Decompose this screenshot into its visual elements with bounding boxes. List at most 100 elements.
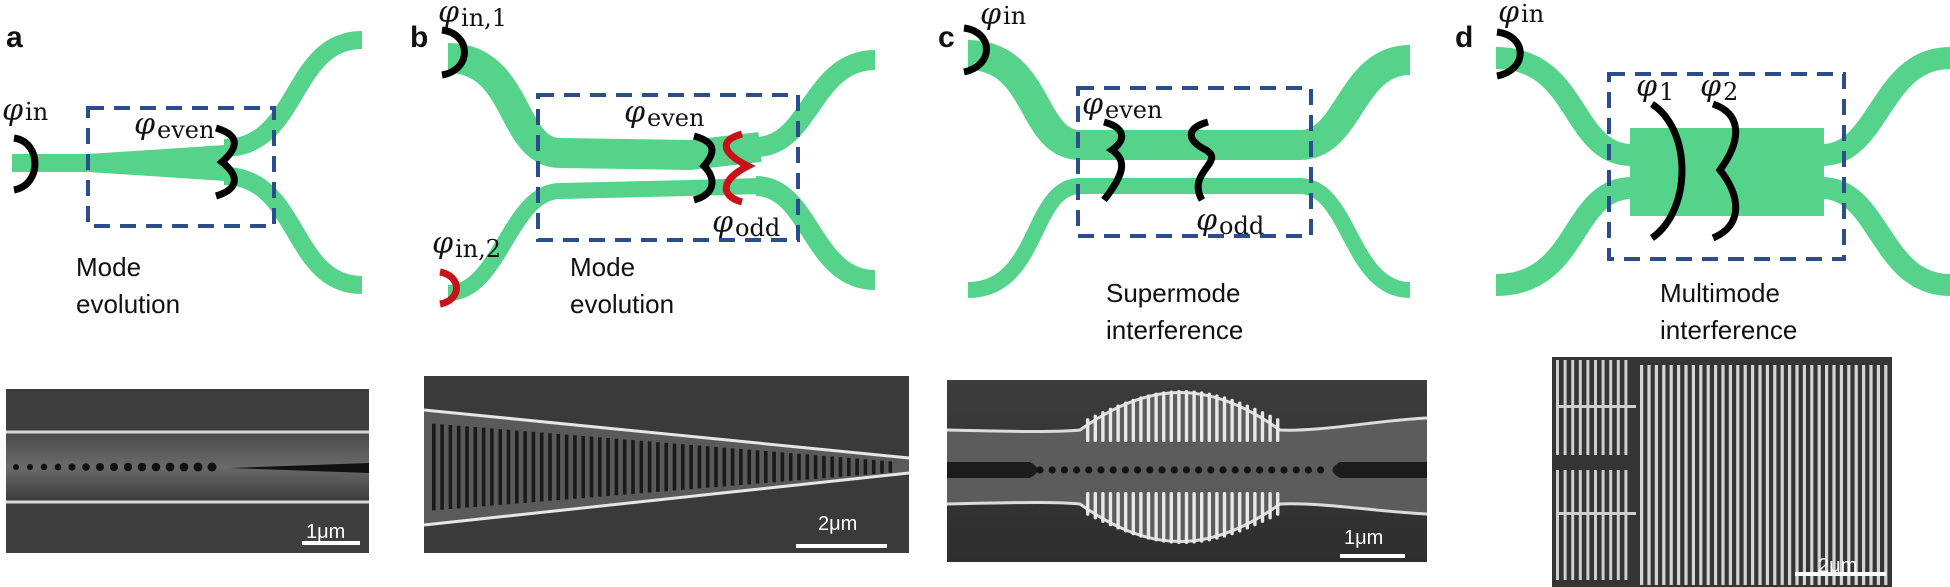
panel-c-lower-tooth: [1215, 492, 1219, 540]
panel-b-phi-in2-label: φin,2: [432, 226, 501, 263]
panel-b-grating-slot: [863, 459, 868, 475]
panel-c-hole: [1134, 466, 1142, 474]
panel-b-grating-slot: [830, 456, 834, 478]
panel-c-hole: [1231, 466, 1239, 474]
panel-c-lower-tooth: [1200, 492, 1204, 543]
panel-c-sem-image: 1μm: [946, 380, 1428, 562]
panel-b-grating-slot: [747, 449, 751, 485]
panel-b-grating-slot: [772, 451, 776, 483]
panel-b-grating-slot: [714, 446, 718, 488]
panel-b-grating-slot: [639, 440, 644, 494]
panel-d-lower-input-waveguide: [1495, 177, 1633, 296]
panel-c-hole: [1243, 466, 1251, 474]
panel-c-upper-tooth: [1245, 404, 1249, 442]
panel-b-grating-slot: [598, 437, 602, 497]
panel-d-lower-stub: [1624, 470, 1628, 580]
panel-c-lower-tooth: [1207, 492, 1211, 542]
panel-b-grating-slot: [589, 436, 594, 498]
panel-a-taper: [88, 145, 225, 181]
panel-d-bar: [1699, 365, 1703, 585]
panel-d-bar: [1817, 365, 1821, 585]
panel-b-grating-slot: [564, 434, 569, 500]
panel-d-phi2-wavefront: [1711, 100, 1740, 242]
panel-d-bar: [1795, 365, 1799, 585]
panel-c-upper-tooth: [1222, 396, 1227, 442]
panel-a-caption-line2: evolution: [76, 289, 180, 319]
panel-c-lower-tooth: [1169, 492, 1173, 544]
panel-d-bar: [1728, 365, 1732, 585]
panel-b-dashed-box: [536, 93, 800, 242]
panel-c-phi-even-label: φeven: [1082, 87, 1162, 124]
panel-d-bar: [1773, 365, 1777, 585]
panel-b-phi-even-label: φeven: [624, 95, 704, 132]
panel-d-bar: [1869, 365, 1873, 585]
panel-c-upper-tooth: [1230, 398, 1234, 442]
panel-c-upper-tooth: [1162, 391, 1166, 442]
panel-b-grating-slot: [855, 458, 859, 476]
panel-b-caption-line2: evolution: [570, 289, 674, 319]
panel-d-bar: [1847, 365, 1851, 585]
panel-d-bar: [1691, 365, 1695, 585]
panel-c-lower-tooth: [1253, 492, 1257, 527]
panel-d-bar: [1780, 365, 1784, 585]
panel-c-hole: [1109, 466, 1117, 474]
panel-c-even-wavefront: [1101, 118, 1126, 203]
panel-b-grating-slot: [490, 428, 494, 506]
panel-c-lower-tooth: [1245, 492, 1249, 530]
panel-a-caption-line1: Mode: [76, 252, 141, 282]
panel-b-input2-wavefront: [439, 268, 460, 308]
panel-c-hole: [1146, 466, 1154, 474]
panel-d-upper-output-waveguide: [1820, 47, 1950, 166]
panel-b-grating-slot: [739, 448, 743, 486]
panel-d-crossbar: [1556, 512, 1636, 515]
panel-d-lower-stub: [1578, 470, 1582, 580]
panel-c-lower-tooth: [1192, 492, 1196, 544]
panel-c-hole: [1195, 466, 1203, 474]
panel-c-lower-tooth: [1238, 492, 1242, 533]
panel-b-grating-slot: [622, 439, 627, 495]
panel-b-odd-wavefront: [722, 130, 756, 206]
panel-c-odd-wavefront: [1187, 118, 1216, 202]
panel-d-bar: [1640, 365, 1644, 585]
panel-b-grating-slot: [581, 435, 585, 499]
panel-c-upper-tooth: [1093, 414, 1097, 442]
panel-b-grating-slot: [871, 459, 876, 475]
panel-b-even-wavefront: [692, 132, 716, 204]
panel-d-bar: [1721, 365, 1725, 585]
panel-c-sem-grating: [1086, 390, 1280, 544]
panel-c-lower-tooth: [1177, 492, 1181, 544]
panel-d-multimode-section: [1630, 128, 1824, 216]
panel-c-phi-in-label: φin: [980, 0, 1026, 32]
panel-d-bar: [1825, 365, 1829, 585]
panel-b-grating-slot: [813, 455, 818, 479]
panel-c-lower-tooth: [1276, 492, 1280, 516]
panel-b-grating-slot: [614, 438, 619, 496]
panel-c-hole: [1292, 466, 1300, 474]
panel-b-grating-slot: [432, 423, 436, 511]
panel-d-letter: d: [1455, 21, 1473, 54]
panel-b-grating-slot: [664, 442, 668, 492]
panel-d-caption-line2: interference: [1660, 315, 1797, 345]
panel-d-phi1-wavefront: [1649, 101, 1686, 241]
panel-d-bar: [1684, 365, 1688, 585]
panel-b-grating-slot: [681, 444, 685, 490]
panel-d-scale-label: 2μm: [1818, 555, 1857, 577]
panel-a-input-wavefront: [12, 134, 39, 194]
panel-d-lower-stub: [1571, 470, 1575, 580]
panel-c-scale-label: 1μm: [1344, 527, 1383, 549]
panel-c-hole: [1060, 466, 1068, 474]
panel-c-hole: [1036, 466, 1044, 474]
panel-b-grating-slot: [722, 447, 727, 487]
panel-c-lower-tooth: [1108, 492, 1113, 527]
panel-c-lower-tooth: [1093, 492, 1097, 520]
panel-c-caption-line2: interference: [1106, 315, 1243, 345]
panel-c-hole: [1170, 466, 1178, 474]
panel-a-lower-output-waveguide: [223, 167, 363, 294]
panel-d-lower-output-waveguide: [1820, 177, 1950, 296]
panel-b-grating-slot: [456, 425, 461, 509]
panel-a-dashed-box: [86, 106, 276, 228]
panel-b-grating-slot: [515, 430, 519, 504]
panel-b-lower-input-waveguide: [447, 178, 761, 301]
